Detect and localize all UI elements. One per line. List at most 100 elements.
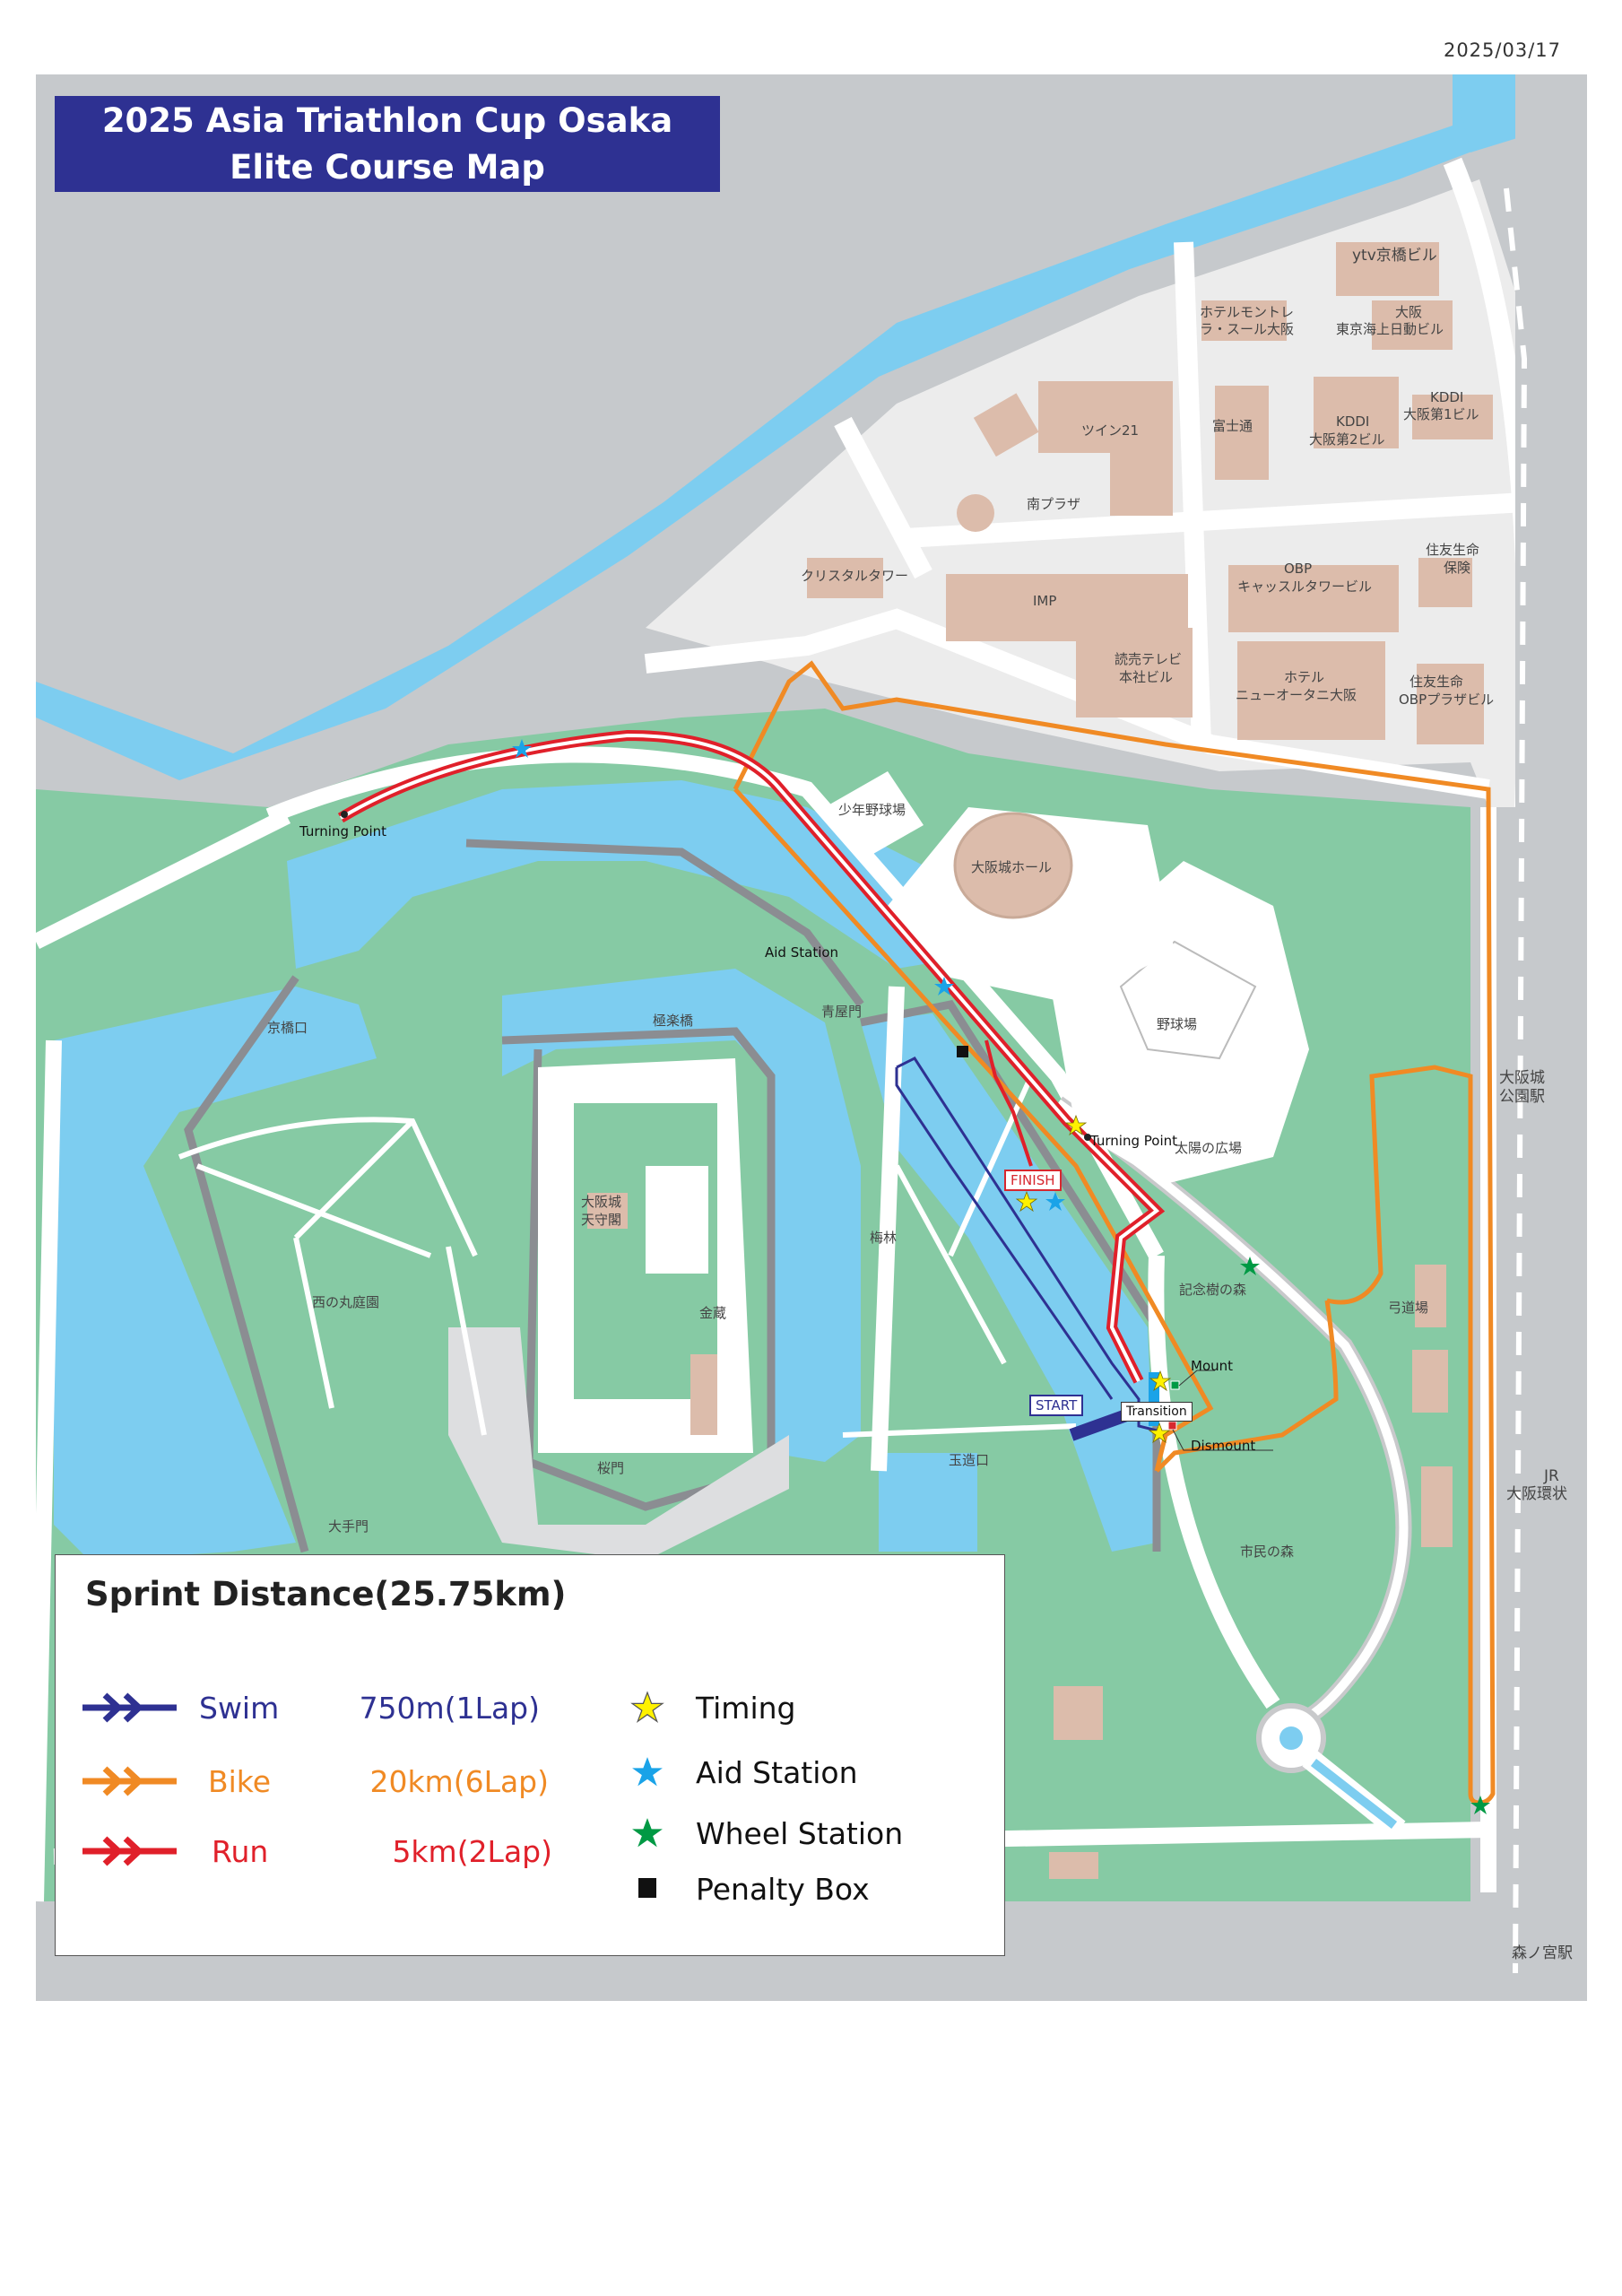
legend-aid-station-label: Aid Station [696, 1754, 858, 1790]
outer-moat-north [287, 780, 1004, 969]
place-label: KDDI [1430, 389, 1464, 405]
osaka-jo-hall [953, 812, 1073, 919]
place-label: 東京海上日動ビル [1336, 321, 1444, 337]
place-label: 大手門 [328, 1518, 369, 1535]
timing-star-icon [629, 1690, 665, 1726]
title-line-2: Elite Course Map [230, 148, 545, 187]
penalty-box-square-icon [629, 1871, 665, 1907]
turning-point-label: Turning Point [1090, 1133, 1178, 1149]
place-label: IMP [1033, 593, 1057, 609]
place-label: 天守閣 [581, 1212, 622, 1228]
station-label: 森ノ宮駅 [1512, 1944, 1573, 1962]
run-arrow-icon [82, 1836, 177, 1866]
place-label: 野球場 [1157, 1016, 1198, 1032]
legend-timing: Timing [629, 1690, 796, 1726]
place-label: 太陽の広場 [1175, 1140, 1243, 1156]
place-label: 市民の森 [1240, 1544, 1295, 1560]
little-league-field [825, 771, 924, 861]
place-label: 梅林 [870, 1230, 898, 1246]
place-label: ラ・スール大阪 [1200, 321, 1295, 337]
legend-bike-name: Bike [208, 1763, 272, 1799]
mount-line [1170, 1370, 1215, 1390]
place-label: 大阪第1ビル [1403, 406, 1479, 422]
place-label: 京橋口 [267, 1020, 308, 1036]
turning-point-label: Turning Point [299, 823, 387, 839]
place-label: 極楽橋 [653, 1013, 694, 1029]
place-label: 大阪 [1395, 304, 1423, 320]
place-label: 住友生命 [1409, 674, 1464, 690]
legend-heading: Sprint Distance(25.75km) [85, 1575, 567, 1613]
place-label: OBP [1284, 561, 1313, 577]
place-label: 記念樹の森 [1179, 1282, 1247, 1298]
legend-wheel-station: Wheel Station [629, 1815, 903, 1851]
timing-star-icon [1149, 1422, 1170, 1443]
date-label: 2025/03/17 [1443, 39, 1561, 61]
place-label: 南プラザ [1027, 496, 1081, 512]
bike-arrow-icon [82, 1766, 177, 1796]
place-label: 金蔵 [699, 1305, 727, 1321]
place-label: 弓道場 [1388, 1300, 1429, 1316]
dismount-label: Dismount [1191, 1438, 1256, 1454]
legend-swim: Swim 750m(1Lap) [82, 1690, 540, 1726]
aid-station-star-icon [629, 1754, 665, 1790]
place-label: 大阪城 [581, 1194, 622, 1210]
place-label: 本社ビル [1119, 669, 1174, 685]
place-label: 読売テレビ [1115, 651, 1183, 667]
legend-wheel-station-label: Wheel Station [696, 1815, 904, 1851]
course-map[interactable] [36, 74, 1587, 2001]
wheel-station-star-icon [629, 1815, 665, 1851]
legend-bike: Bike 20km(6Lap) [82, 1763, 549, 1799]
place-label: キャッスルタワービル [1237, 578, 1373, 595]
timing-star-icon [1065, 1115, 1087, 1135]
place-label: 富士通 [1212, 418, 1253, 434]
legend-swim-name: Swim [199, 1690, 280, 1726]
place-label: OBPプラザビル [1399, 691, 1495, 708]
east-moat-swim [861, 1013, 1157, 1552]
legend-penalty-box-label: Penalty Box [696, 1871, 870, 1907]
place-label: 大阪城ホール [971, 859, 1053, 875]
station-label: 公園駅 [1499, 1088, 1545, 1106]
river [36, 74, 1587, 780]
map-canvas [36, 74, 1587, 2001]
aid-station-star-icon [512, 739, 532, 758]
place-label: 西の丸庭園 [312, 1294, 380, 1310]
place-label: ニューオータニ大阪 [1236, 687, 1357, 703]
mount-label: Mount [1191, 1358, 1234, 1374]
place-label: 少年野球場 [838, 802, 906, 818]
place-label: 玉造口 [949, 1452, 990, 1468]
map-title: 2025 Asia Triathlon Cup Osaka Elite Cour… [55, 96, 720, 192]
station-label: 大阪環状 [1506, 1485, 1567, 1503]
wheel-station-star-icon [1240, 1257, 1260, 1275]
place-label: 住友生命 [1426, 542, 1480, 558]
penalty-box-marker [957, 1046, 968, 1057]
place-label: KDDI [1336, 413, 1370, 430]
legend-run-name: Run [212, 1833, 269, 1869]
station-label: JR [1544, 1467, 1559, 1485]
legend-timing-label: Timing [696, 1690, 796, 1726]
dismount-line [1167, 1421, 1273, 1451]
legend-aid-station: Aid Station [629, 1754, 858, 1790]
place-label: 青屋門 [821, 1004, 863, 1020]
bike-course [733, 660, 1496, 1805]
aid-station-label: Aid Station [765, 944, 839, 961]
moat-west [54, 987, 377, 1561]
place-label: クリスタルタワー [801, 568, 909, 584]
swim-arrow-icon [82, 1692, 177, 1723]
run-course [337, 729, 1166, 1384]
start-tag: START [1029, 1395, 1084, 1416]
finish-tag: FINISH [1004, 1170, 1062, 1191]
place-label: ツイン21 [1081, 422, 1140, 439]
swim-course [895, 1057, 1158, 1432]
legend-run-distance: 5km(2Lap) [392, 1833, 552, 1869]
legend-bike-distance: 20km(6Lap) [369, 1763, 549, 1799]
aid-station-star-icon [934, 977, 954, 996]
timing-star-icon [1016, 1191, 1037, 1212]
legend-run: Run 5km(2Lap) [82, 1833, 552, 1869]
place-label: 大阪第2ビル [1309, 431, 1385, 448]
wheel-station-star-icon [1470, 1796, 1490, 1814]
legend-penalty-box: Penalty Box [629, 1871, 870, 1907]
place-label: ホテル [1284, 669, 1325, 685]
place-label: ホテルモントレ [1200, 304, 1295, 320]
place-label: 桜門 [597, 1460, 625, 1476]
legend-swim-distance: 750m(1Lap) [359, 1690, 540, 1726]
